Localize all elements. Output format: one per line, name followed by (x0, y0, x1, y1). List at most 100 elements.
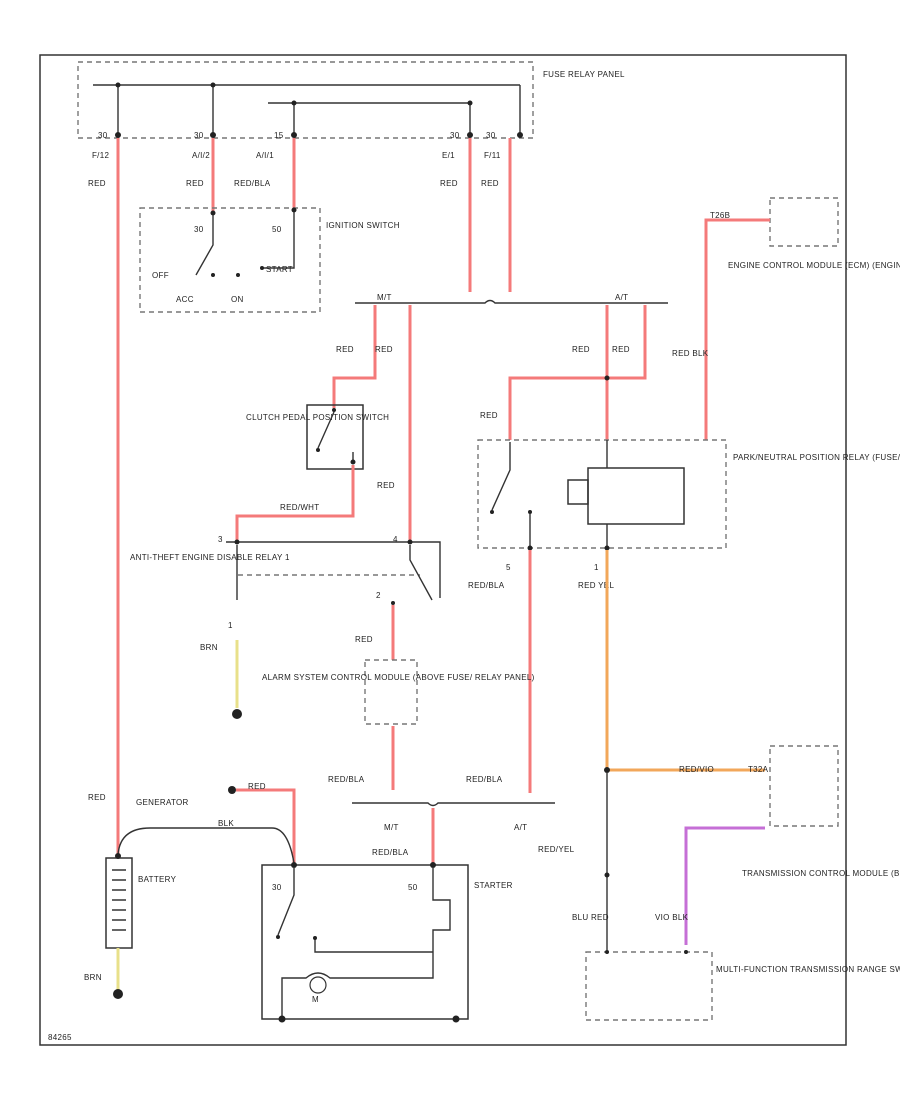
terminal-label: M (312, 995, 319, 1004)
wire-color-label: RED/BLA (328, 775, 365, 784)
terminal-label: 30 (450, 131, 460, 140)
ecm-label: ENGINE CONTROL MODULE (ECM) (ENGINE COMP… (728, 261, 900, 270)
wire-color-label: RED (88, 179, 106, 188)
terminal-label: 1 (228, 621, 233, 630)
mt-label-bottom: M/T (384, 823, 399, 832)
wire-color-label: RED (481, 179, 499, 188)
wire-color-label: RED/BLA (372, 848, 409, 857)
ecm-box (769, 197, 839, 247)
wire-color-label: RED/WHT (280, 503, 319, 512)
fuse-relay-panel-label: FUSE RELAY PANEL (543, 70, 625, 79)
circuit-label: F/12 (92, 151, 109, 160)
terminal-label: 3 (218, 535, 223, 544)
ignition-switch-box (139, 207, 321, 313)
wire-color-label: RED (440, 179, 458, 188)
tcm-box (769, 745, 839, 827)
mt-at-bar-bottom (352, 802, 555, 807)
circuit-label: T26B (710, 211, 730, 220)
wire-red-clutch (332, 305, 377, 408)
wire-color-label: RED/BLA (234, 179, 271, 188)
wire-blk-battery-starter (117, 827, 295, 864)
diagram-id: 84265 (48, 1033, 72, 1042)
wire-redyel-pnp-out (605, 550, 765, 772)
battery-body (105, 857, 133, 949)
starter-label: STARTER (474, 881, 513, 890)
wire-color-label: RED/YEL (538, 845, 575, 854)
wire-color-label: RED/VIO (679, 765, 714, 774)
mfts-label: MULTI-FUNCTION TRANSMISSION RANGE SWITCH… (716, 965, 900, 974)
mfts-box (585, 951, 713, 1021)
fuse-relay-panel-box (77, 61, 534, 139)
wire-color-label: RED (186, 179, 204, 188)
fuse-drops (117, 85, 521, 135)
ignition-switch-blade (195, 215, 214, 276)
wire-color-label: RED/BLA (468, 581, 505, 590)
antitheft-relay-contacts (236, 545, 433, 601)
terminal-label: 1 (594, 563, 599, 572)
alarm-module-box (364, 659, 418, 725)
terminal-label: 30 (272, 883, 282, 892)
circuit-label: T32A (748, 765, 769, 774)
generator-label: GENERATOR (136, 798, 189, 807)
clutch-switch-label: CLUTCH PEDAL POSITION SWITCH (246, 413, 389, 422)
wire-color-label: RED (248, 782, 266, 791)
tcm-label: TRANSMISSION CONTROL MODULE (BELOW REAR … (742, 869, 900, 878)
circuit-label: F/11 (484, 151, 501, 160)
ignition-start-contact (262, 212, 295, 269)
at-label-top: A/T (615, 293, 628, 302)
starter-motor-icon (309, 976, 327, 994)
wire-color-label: RED YEL (578, 581, 614, 590)
wire-redblk-ecm (704, 218, 770, 440)
starter-solenoid-contact (277, 868, 433, 953)
terminal-label: 30 (486, 131, 496, 140)
wire-color-label: RED (480, 411, 498, 420)
circuit-label: A/I/1 (256, 151, 274, 160)
terminal-label: 50 (408, 883, 418, 892)
wire-color-label: VIO BLK (655, 913, 689, 922)
generator-terminal (228, 786, 236, 794)
switch-pos-label: ON (231, 295, 244, 304)
wire-color-label: BRN (200, 643, 218, 652)
wire-color-label: RED/BLA (466, 775, 503, 784)
pnp-relay-contact (491, 442, 531, 548)
at-label-bottom: A/T (514, 823, 527, 832)
mt-label-top: M/T (377, 293, 392, 302)
alarm-module-label: ALARM SYSTEM CONTROL MODULE (ABOVE FUSE/… (262, 673, 535, 682)
terminal-label: 4 (393, 535, 398, 544)
terminal-label: 2 (376, 591, 381, 600)
wire-color-label: RED BLK (672, 349, 709, 358)
wire-color-label: RED (612, 345, 630, 354)
fuse-relay-panel-text: FUSE RELAY PANEL (543, 70, 625, 79)
wire-color-label: BLK (218, 819, 234, 828)
wire-color-label: RED (375, 345, 393, 354)
starter-solenoid-winding (281, 868, 451, 1017)
wire-color-label: RED (572, 345, 590, 354)
pnp-relay-core (567, 479, 589, 505)
battery-label: BATTERY (138, 875, 177, 884)
switch-pos-label: OFF (152, 271, 169, 280)
ground-antitheft (232, 709, 242, 719)
switch-pos-label: START (266, 265, 293, 274)
wire-color-label: RED (88, 793, 106, 802)
starter-box (261, 864, 469, 1020)
mt-at-bar-top (355, 299, 668, 304)
terminal-label: 5 (506, 563, 511, 572)
battery-cells (112, 869, 126, 931)
terminal-label: 50 (272, 225, 282, 234)
ground-battery (113, 989, 123, 999)
wire-color-label: RED (377, 481, 395, 490)
terminal-label: 30 (194, 131, 204, 140)
pnp-relay-label: PARK/NEUTRAL POSITION RELAY (FUSE/RELAY … (733, 453, 900, 462)
wire-red-generator (236, 788, 296, 863)
pnp-relay-box (477, 439, 727, 549)
pnp-relay-coil (587, 467, 685, 525)
wire-redwht-clutch-out (235, 465, 355, 540)
circuit-label: A/I/2 (192, 151, 210, 160)
switch-pos-label: ACC (176, 295, 194, 304)
terminal-label: 15 (274, 131, 284, 140)
antitheft-relay-frame (226, 541, 441, 598)
antitheft-relay-label: ANTI-THEFT ENGINE DISABLE RELAY 1 (130, 553, 290, 562)
wire-color-label: RED (355, 635, 373, 644)
wire-red-pnp-a (508, 305, 647, 440)
